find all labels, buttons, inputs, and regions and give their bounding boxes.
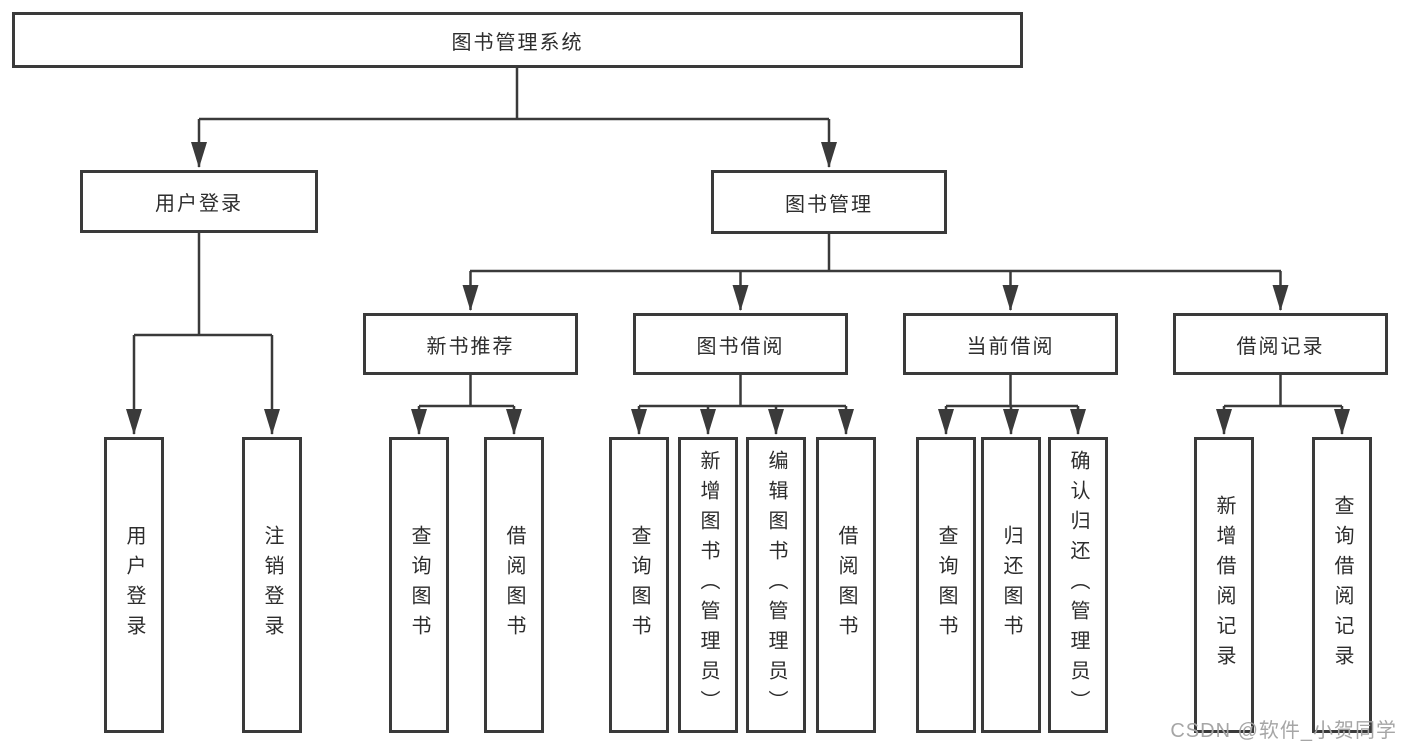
leaf-return-books: 归还图书 — [981, 437, 1041, 733]
leaf-add-books-admin-label: 新增图书（管理员） — [697, 450, 719, 720]
leaf-borrow-books-borrowing-label: 借阅图书 — [835, 525, 857, 645]
leaf-add-borrow-record: 新增借阅记录 — [1194, 437, 1254, 733]
leaf-query-books-recommend: 查询图书 — [389, 437, 449, 733]
node-borrowing-records: 借阅记录 — [1173, 313, 1388, 375]
leaf-logout-label: 注销登录 — [261, 525, 283, 645]
leaf-query-borrow-record: 查询借阅记录 — [1312, 437, 1372, 733]
leaf-borrow-books-recommend: 借阅图书 — [484, 437, 544, 733]
leaf-borrow-books-recommend-label: 借阅图书 — [503, 525, 525, 645]
leaf-edit-books-admin-label: 编辑图书（管理员） — [765, 450, 787, 720]
leaf-query-borrow-record-label: 查询借阅记录 — [1331, 495, 1353, 675]
leaf-query-books-borrowing-label: 查询图书 — [628, 525, 650, 645]
leaf-query-books-current-label: 查询图书 — [935, 525, 957, 645]
node-new-book-recommendation: 新书推荐 — [363, 313, 578, 375]
leaf-query-books-recommend-label: 查询图书 — [408, 525, 430, 645]
node-current-borrowing: 当前借阅 — [903, 313, 1118, 375]
leaf-confirm-return-admin-label: 确认归还（管理员） — [1067, 450, 1089, 720]
leaf-add-borrow-record-label: 新增借阅记录 — [1213, 495, 1235, 675]
node-book-borrowing: 图书借阅 — [633, 313, 848, 375]
node-library-system: 图书管理系统 — [12, 12, 1023, 68]
node-book-management: 图书管理 — [711, 170, 947, 234]
leaf-edit-books-admin: 编辑图书（管理员） — [746, 437, 806, 733]
leaf-add-books-admin: 新增图书（管理员） — [678, 437, 738, 733]
leaf-confirm-return-admin: 确认归还（管理员） — [1048, 437, 1108, 733]
leaf-borrow-books-borrowing: 借阅图书 — [816, 437, 876, 733]
node-user-login: 用户登录 — [80, 170, 318, 233]
leaf-return-books-label: 归还图书 — [1000, 525, 1022, 645]
leaf-user-login-label: 用户登录 — [123, 525, 145, 645]
leaf-query-books-current: 查询图书 — [916, 437, 976, 733]
leaf-query-books-borrowing: 查询图书 — [609, 437, 669, 733]
leaf-user-login: 用户登录 — [104, 437, 164, 733]
leaf-logout: 注销登录 — [242, 437, 302, 733]
